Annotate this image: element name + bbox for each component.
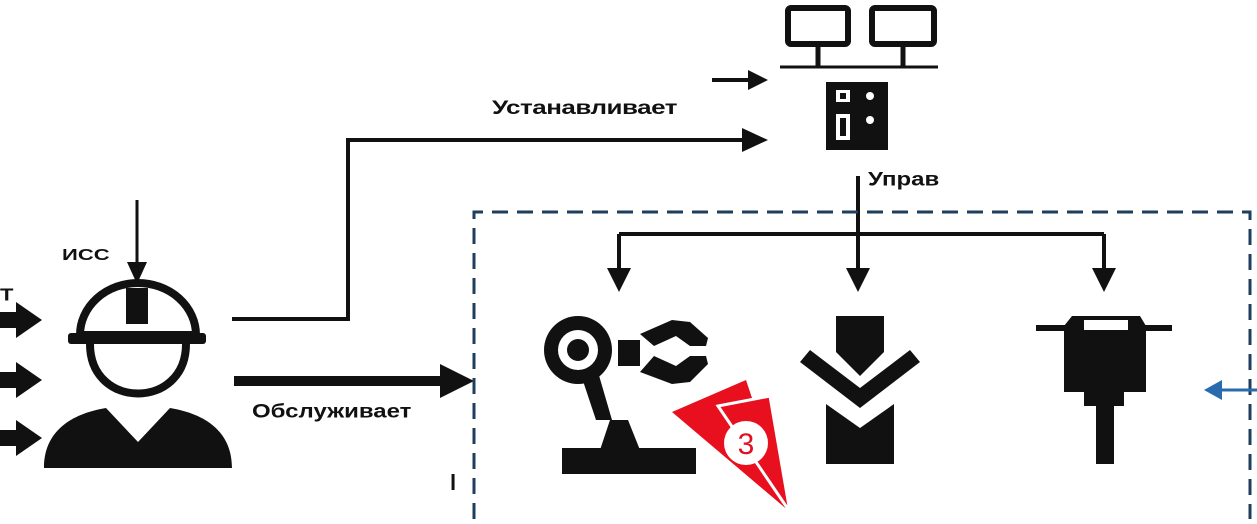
badge-number: 3 bbox=[738, 428, 755, 461]
service-label: Обслуживает bbox=[252, 400, 412, 423]
setup-connector bbox=[232, 128, 768, 321]
control-branch bbox=[607, 176, 1116, 292]
left-input-arrows bbox=[0, 302, 42, 456]
robot-arm-icon bbox=[544, 316, 708, 474]
warning-triangle-icon: 3 bbox=[672, 380, 792, 513]
computer-server-icon bbox=[780, 5, 938, 150]
left-edge-label: Т bbox=[0, 284, 14, 305]
helmet-label: ИСС bbox=[62, 245, 110, 264]
service-arrow bbox=[234, 364, 474, 398]
setup-label: Устанавливает bbox=[492, 95, 677, 119]
cell-boundary bbox=[472, 210, 1252, 519]
blue-input-arrow bbox=[1204, 380, 1257, 400]
control-label: Управ bbox=[868, 168, 940, 191]
laser-welding-head-icon bbox=[1036, 316, 1172, 464]
corner-label: l bbox=[450, 470, 457, 495]
press-brake-icon bbox=[800, 316, 920, 464]
input-arrow-computer bbox=[712, 70, 768, 90]
worker-helmet-icon bbox=[44, 200, 232, 468]
